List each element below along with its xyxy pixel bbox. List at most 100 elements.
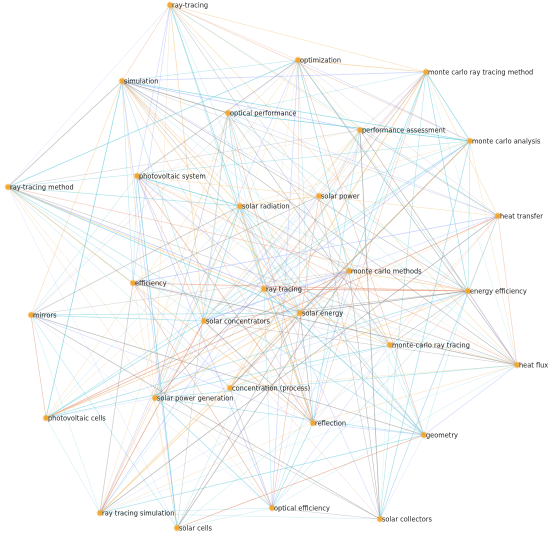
node-geometry[interactable]: geometry [420,432,458,440]
edge-photovoltaic-system-solar-energy [136,175,301,314]
node-marker-icon [4,183,12,191]
edge-optical-performance-mirrors [30,112,229,316]
edge-efficiency-solar-energy [132,282,301,314]
edge-ray-tracing-method-solar-concentrators [7,186,205,322]
edge-efficiency-energy-efficiency [132,282,469,292]
node-concentration-process[interactable]: concentration (process) [226,385,310,393]
node-label: monte carlo ray tracing method [428,69,533,77]
edge-optical-performance-monte-carlo-ray-tracing [227,112,391,346]
node-ray-tracing[interactable]: ray-tracing [166,2,208,10]
node-heat-transfer[interactable]: heat transfer [494,213,543,221]
node-marker-icon [260,285,268,293]
node-monte-carlo-ray-tracing-method[interactable]: monte carlo ray tracing method [422,69,533,77]
edge-monte-carlo-methods-solar-collectors [348,270,381,520]
node-performance-assessment[interactable]: performance assessment [356,127,446,135]
node-monte-carlo-ray-tracing[interactable]: monte-carlo ray tracing [386,342,470,350]
node-solar-cells[interactable]: solar cells [173,525,213,533]
edge-optimization-photovoltaic-system [136,59,299,177]
edge-ray-tracing-monte-carlo-ray-tracing-method [169,4,427,73]
edge-heat-transfer-monte-carlo-ray-tracing [389,215,499,346]
edge-performance-assessment-ray-tracing-method [7,129,361,188]
edge-heat-transfer-solar-energy [299,215,499,314]
edge-photovoltaic-cells-ray-tracing-simulation [45,417,101,514]
edge-heat-flux-reflection [312,364,518,424]
node-marker-icon [224,109,232,117]
edge-efficiency-monte-carlo-ray-tracing [132,282,391,346]
node-label: ray-tracing [172,2,208,10]
edge-mirrors-optical-efficiency [30,314,273,509]
edge-solar-energy-reflection [299,312,314,424]
node-reflection[interactable]: reflection [309,420,346,428]
edge-efficiency-optical-efficiency [132,282,273,509]
edge-energy-efficiency-heat-flux [467,290,518,366]
node-optical-efficiency[interactable]: optical efficiency [268,505,330,513]
node-efficiency[interactable]: efficiency [129,280,167,288]
edge-optimization-optical-efficiency [271,59,299,509]
node-monte-carlo-methods[interactable]: monte carlo methods [345,267,422,276]
edge-optimization-monte-carlo-ray-tracing-method [297,59,427,73]
node-solar-power[interactable]: solar power [315,193,360,201]
node-photovoltaic-cells[interactable]: photovoltaic cells [42,415,107,423]
edge-optimization-heat-transfer [297,59,499,217]
node-label: ray tracing simulation [102,510,174,518]
edge-performance-assessment-photovoltaic-system [136,129,361,177]
edge-simulation-performance-assessment [121,80,361,131]
edge-ray-tracing-method-monte-carlo-ray-tracing [7,186,391,346]
edge-performance-assessment-solar-cells [176,129,361,529]
edge-photovoltaic-system-efficiency [132,175,138,284]
edge-monte-carlo-ray-tracing-method-ray-tracing-2 [263,71,427,290]
edge-solar-energy-solar-power-generation [154,312,301,399]
node-optical-performance[interactable]: optical performance [224,109,297,118]
edge-photovoltaic-system-ray-tracing-2 [136,175,265,290]
edge-mirrors-reflection [30,314,314,424]
node-monte-carlo-analysis[interactable]: monte carlo analysis [466,138,541,146]
node-photovoltaic-system[interactable]: photovoltaic system [133,173,206,181]
edge-heat-transfer-solar-collectors [379,215,499,520]
edge-simulation-monte-carlo-ray-tracing [121,80,391,346]
edge-monte-carlo-methods-concentration-process [229,270,350,389]
node-ray-tracing-2[interactable]: ray tracing [260,285,302,294]
node-solar-energy[interactable]: solar energy [296,310,343,318]
node-marker-icon [118,77,126,85]
edge-optimization-performance-assessment [297,59,361,131]
edge-solar-energy-concentration-process [229,312,301,389]
node-heat-flux[interactable]: heat flux [513,362,548,370]
node-label: optical efficiency [274,505,330,513]
edge-solar-radiation-photovoltaic-cells [45,205,241,419]
edges-layer [7,4,518,529]
edge-optimization-optical-performance [227,59,299,114]
node-solar-collectors[interactable]: solar collectors [376,516,433,524]
node-solar-radiation[interactable]: solar radiation [236,203,290,211]
edge-performance-assessment-optical-efficiency [271,129,361,509]
edge-simulation-heat-transfer [121,80,499,217]
node-simulation[interactable]: simulation [118,77,159,86]
edge-geometry-solar-cells [176,434,425,529]
node-marker-icon [96,509,104,517]
node-marker-icon [345,267,353,275]
edge-optimization-geometry [297,59,425,436]
edge-monte-carlo-analysis-ray-tracing-simulation [99,140,471,514]
edge-solar-power-ray-tracing-simulation [99,195,320,514]
node-ray-tracing-simulation[interactable]: ray tracing simulation [96,509,175,518]
edge-simulation-solar-power-generation [121,80,156,399]
edge-simulation-monte-carlo-methods [121,80,350,272]
node-solar-concentrators[interactable]: solar concentrators [200,318,271,326]
edge-optimization-energy-efficiency [297,59,469,292]
edge-simulation-efficiency [121,80,134,284]
node-mirrors[interactable]: mirrors [27,312,57,320]
node-optimization[interactable]: optimization [294,57,341,65]
edge-solar-energy-geometry [299,312,425,436]
edge-monte-carlo-ray-tracing-geometry [389,344,425,436]
edge-energy-efficiency-solar-cells [176,290,469,529]
edge-solar-radiation-solar-energy [239,205,301,314]
edge-heat-transfer-heat-flux [497,215,518,366]
node-energy-efficiency[interactable]: energy efficiency [464,288,527,296]
node-solar-power-generation[interactable]: solar power generation [151,395,234,403]
node-label: mirrors [33,312,57,320]
edge-monte-carlo-ray-tracing-method-optical-performance [227,71,427,114]
node-label: solar power [321,193,360,201]
edge-solar-power-generation-optical-efficiency [154,397,273,509]
node-ray-tracing-method[interactable]: ray-tracing method [4,183,74,192]
edge-optimization-ray-tracing-simulation [99,59,299,514]
